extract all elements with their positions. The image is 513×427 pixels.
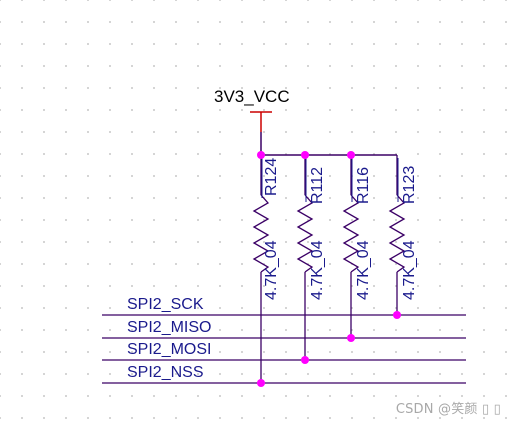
net-label-miso: SPI2_MISO xyxy=(127,319,211,336)
net-label-mosi: SPI2_MOSI xyxy=(127,341,211,358)
watermark: CSDN @笑颜 ▯ ▯ xyxy=(395,402,501,417)
resistor-r124[interactable]: R124 4.7K_04 xyxy=(252,155,280,383)
junction-dot xyxy=(301,151,309,159)
junction-dot xyxy=(347,334,355,342)
resistor-body xyxy=(252,194,270,273)
resistor-value: 4.7K_04 xyxy=(309,240,326,300)
power-port-label: 3V3_VCC xyxy=(214,87,290,106)
resistor-designator: R123 xyxy=(401,166,418,204)
junction-dot xyxy=(301,356,309,364)
net-label-sck: SPI2_SCK xyxy=(127,296,204,313)
resistor-body xyxy=(342,194,360,273)
resistor-body xyxy=(296,194,314,273)
resistor-designator: R112 xyxy=(309,167,326,204)
resistor-value: 4.7K_04 xyxy=(401,240,418,300)
resistor-value: 4.7K_04 xyxy=(263,240,280,300)
resistor-r123[interactable]: R123 4.7K_04 xyxy=(388,155,418,315)
resistor-r116[interactable]: R116 4.7K_04 xyxy=(342,155,372,338)
junction-dot xyxy=(393,311,401,319)
resistor-value: 4.7K_04 xyxy=(355,240,372,300)
resistor-r112[interactable]: R112 4.7K_04 xyxy=(296,155,326,360)
resistor-body xyxy=(388,194,406,273)
net-label-nss: SPI2_NSS xyxy=(127,364,203,381)
resistor-designator: R124 xyxy=(263,158,280,196)
junction-dot xyxy=(347,151,355,159)
resistor-designator: R116 xyxy=(355,167,372,204)
junction-dot xyxy=(257,151,265,159)
junction-dot xyxy=(257,379,265,387)
